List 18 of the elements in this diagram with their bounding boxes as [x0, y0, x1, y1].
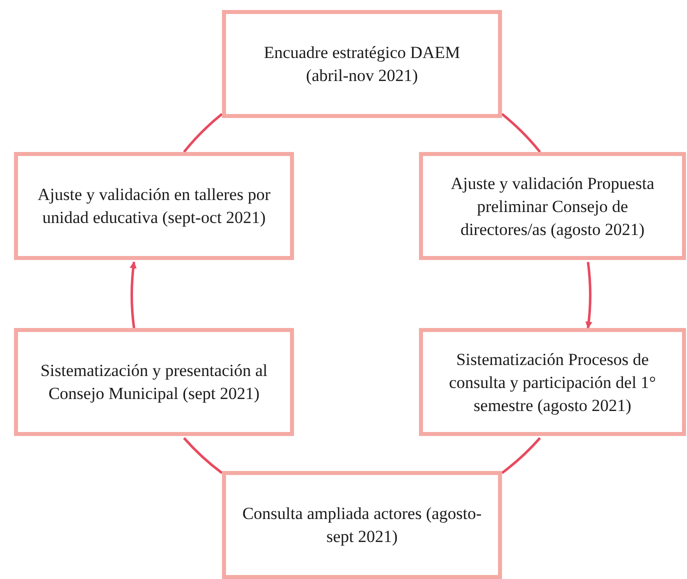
process-box [419, 328, 686, 436]
process-box [14, 328, 294, 436]
box-text: Ajuste y validación en talleres por unidad educativa (sept-oct 2021) [36, 184, 272, 229]
process-box [419, 152, 686, 260]
process-box [222, 10, 502, 118]
box-text: Sistematización y presentación al Consejo Municipal (sept 2021) [39, 360, 269, 405]
arrow [130, 261, 137, 328]
box-text: Sistematización Procesos de consulta y participación del 1° semestre (agosto 2021) [448, 348, 657, 416]
box-text: Ajuste y validación Propuesta preliminar Consejo de directores/as (agosto 2021) [450, 172, 656, 240]
process-box [14, 152, 294, 260]
connector-arc [183, 113, 223, 153]
connector-arc [501, 437, 541, 474]
box-text: Encuadre estratégico DAEM (abril-nov 2021) [262, 42, 462, 87]
process-box [222, 471, 502, 579]
arrow [585, 262, 592, 329]
box-text: Consulta ampliada actores (agosto-sept 2021) [242, 503, 482, 548]
connector-arc [501, 113, 541, 153]
connector-arc [183, 437, 223, 474]
